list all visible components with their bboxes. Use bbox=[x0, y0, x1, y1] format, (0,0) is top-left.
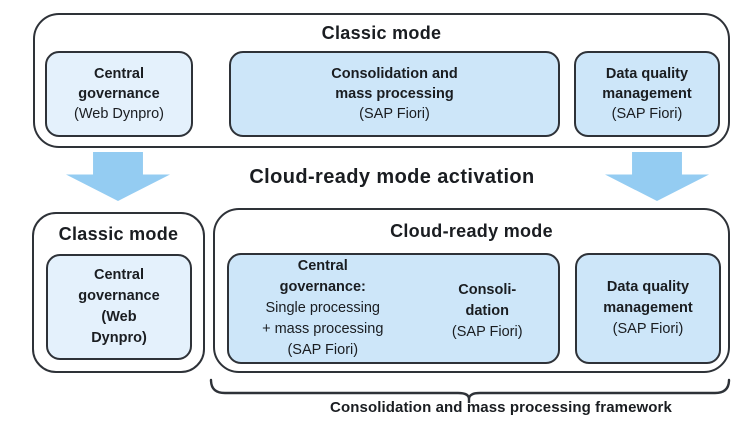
classic-mode-top-title: Classic mode bbox=[321, 23, 442, 43]
transition-label: Cloud-ready mode activation bbox=[249, 166, 535, 188]
central-governance-classic-tech: (Web Dynpro) bbox=[74, 106, 164, 122]
central-governance-bottom-box: Central governance (Web Dynpro) bbox=[46, 254, 192, 360]
consolidation-mass-processing-box: Consolidation and mass processing (SAP F… bbox=[229, 51, 560, 137]
data-quality-management-bottom-label: Data quality management bbox=[603, 279, 693, 316]
consolidation-mass-processing-label: Consolidation and mass processing bbox=[331, 66, 458, 102]
data-quality-management-top-label: Data quality management bbox=[602, 66, 692, 102]
consolidation-cloud-column: Consoli- dation (SAP Fiori) bbox=[417, 257, 558, 360]
classic-mode-top-section: Classic mode Central governance (Web Dyn… bbox=[33, 13, 730, 148]
central-governance-consolidation-box: Central governance: Single processing + … bbox=[227, 253, 560, 364]
central-governance-cloud-column: Central governance: Single processing + … bbox=[229, 257, 417, 360]
cloud-ready-mode-title: Cloud-ready mode bbox=[390, 221, 553, 241]
classic-mode-bottom-section: Classic mode Central governance (Web Dyn… bbox=[32, 212, 205, 373]
consolidation-cloud-label: Consoli- dation bbox=[458, 282, 517, 319]
consolidation-cloud-tech: (SAP Fiori) bbox=[451, 324, 523, 340]
data-quality-management-top-tech: (SAP Fiori) bbox=[611, 106, 683, 122]
data-quality-management-bottom-tech: (SAP Fiori) bbox=[612, 321, 684, 337]
central-governance-classic-label: Central governance bbox=[78, 66, 160, 102]
arrow-down-right-icon bbox=[605, 152, 709, 201]
classic-mode-bottom-title: Classic mode bbox=[58, 224, 179, 244]
central-governance-bottom-label: Central governance (Web Dynpro) bbox=[78, 267, 160, 346]
central-governance-cloud-label: Central governance: bbox=[279, 258, 366, 295]
framework-label: Consolidation and mass processing framew… bbox=[330, 399, 672, 416]
arrow-down-left-icon bbox=[66, 152, 170, 201]
data-quality-management-top-box: Data quality management (SAP Fiori) bbox=[574, 51, 720, 137]
cloud-ready-mode-section: Cloud-ready mode Central governance: Sin… bbox=[213, 208, 730, 373]
central-governance-cloud-detail: Single processing + mass processing (SAP… bbox=[262, 300, 384, 358]
central-governance-classic-box: Central governance (Web Dynpro) bbox=[45, 51, 193, 137]
curly-bracket-icon bbox=[209, 378, 731, 403]
data-quality-management-bottom-box: Data quality management (SAP Fiori) bbox=[575, 253, 721, 364]
consolidation-mass-processing-tech: (SAP Fiori) bbox=[359, 106, 430, 122]
